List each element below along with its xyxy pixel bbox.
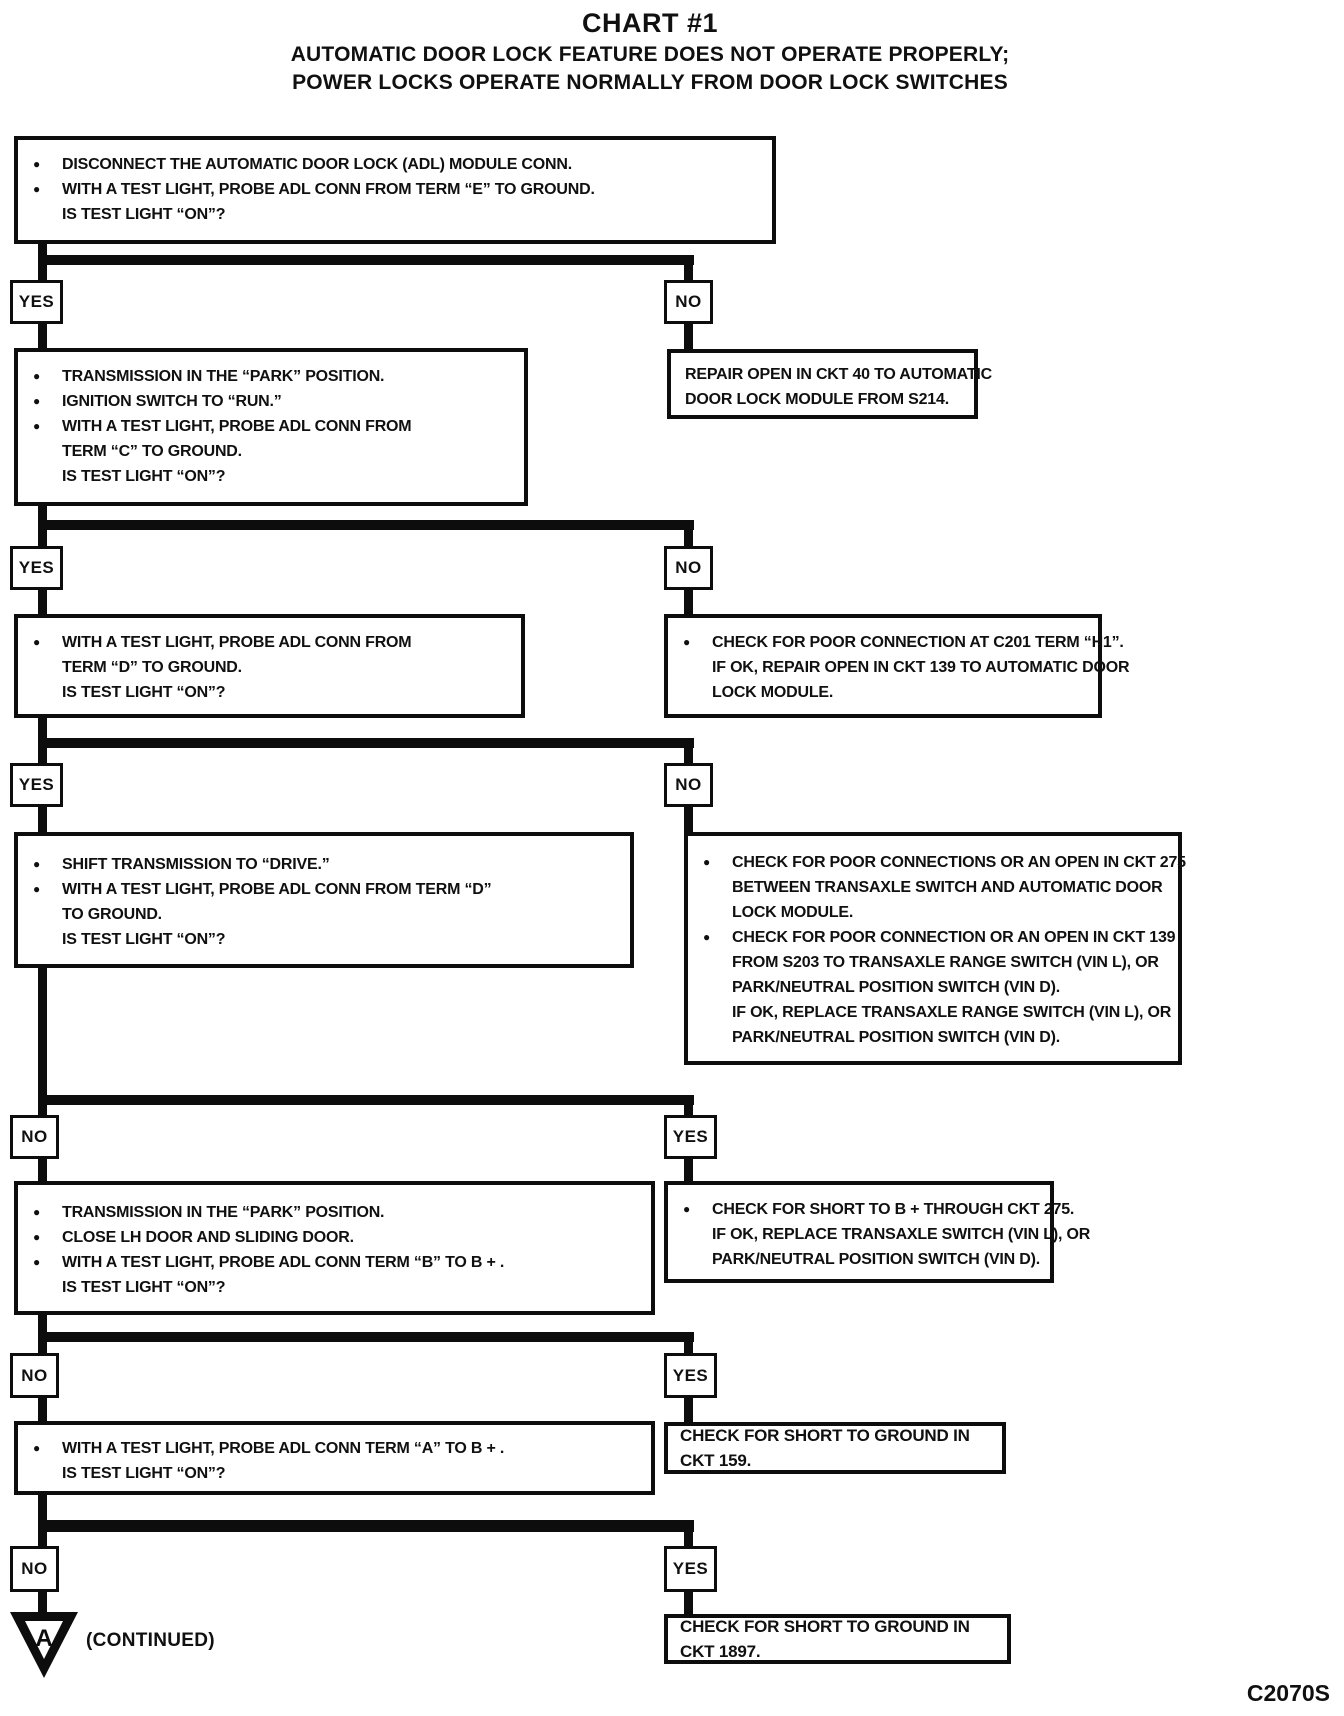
flow-line [684, 324, 693, 349]
no-label-6: NO [10, 1546, 59, 1592]
box-line: TRANSMISSION IN THE “PARK” POSITION. [18, 364, 516, 389]
chart-title: CHART #1 [581, 8, 719, 38]
box-line: DOOR LOCK MODULE FROM S214. [685, 391, 949, 408]
chart-subtitle-line2: POWER LOCKS OPERATE NORMALLY FROM DOOR L… [292, 71, 1008, 94]
action-box-c201: CHECK FOR POOR CONNECTION AT C201 TERM “… [664, 614, 1130, 718]
flow-line [684, 1095, 693, 1115]
yes-label-1: YES [10, 280, 63, 324]
yes-label-6: YES [664, 1546, 717, 1592]
no-label-2: NO [664, 546, 713, 590]
decision-box-2: TRANSMISSION IN THE “PARK” POSITION. IGN… [14, 348, 528, 506]
box-line: IF OK, REPLACE TRANSAXLE RANGE SWITCH (V… [732, 1004, 1172, 1021]
box-line: WITH A TEST LIGHT, PROBE ADL CONN TERM “… [18, 1250, 643, 1275]
box-line: TO GROUND. [62, 906, 162, 923]
flow-line [38, 324, 47, 348]
yes-label-5: YES [664, 1353, 717, 1398]
action-box-short-b-plus: CHECK FOR SHORT TO B + THROUGH CKT 275. … [664, 1181, 1091, 1283]
decision-box-4: SHIFT TRANSMISSION TO “DRIVE.” WITH A TE… [14, 832, 634, 968]
no-label-3: NO [664, 763, 713, 807]
box-line: BETWEEN TRANSAXLE SWITCH AND AUTOMATIC D… [732, 879, 1163, 896]
box-line: WITH A TEST LIGHT, PROBE ADL CONN FROM T… [18, 877, 622, 902]
yes-label-4: YES [664, 1115, 717, 1159]
flow-line [684, 520, 693, 546]
no-label-5: NO [10, 1353, 59, 1398]
box-line: IS TEST LIGHT “ON”? [62, 468, 226, 485]
flow-line [684, 590, 693, 614]
box-line: PARK/NEUTRAL POSITION SWITCH (VIN D). [732, 1029, 1061, 1046]
flow-line [684, 1398, 693, 1422]
continued-label: (CONTINUED) [86, 1630, 215, 1651]
action-box-ckt159: CHECK FOR SHORT TO GROUND IN CKT 159. [664, 1422, 1006, 1474]
box-line: PARK/NEUTRAL POSITION SWITCH (VIN D). [712, 1251, 1041, 1268]
box-line: CHECK FOR SHORT TO B + THROUGH CKT 275. [668, 1197, 1074, 1222]
box-line: LOCK MODULE. [732, 904, 854, 921]
box-line: CHECK FOR POOR CONNECTIONS OR AN OPEN IN… [688, 850, 1186, 875]
flow-line [684, 1159, 693, 1181]
decision-box-5: TRANSMISSION IN THE “PARK” POSITION. CLO… [14, 1181, 655, 1315]
no-label-1: NO [664, 280, 713, 324]
box-line: SHIFT TRANSMISSION TO “DRIVE.” [18, 852, 622, 877]
box-line: LOCK MODULE. [712, 684, 834, 701]
action-box-repair-ckt40: REPAIR OPEN IN CKT 40 TO AUTOMATIC DOOR … [667, 349, 993, 419]
flow-line [684, 738, 693, 763]
box-line: CHECK FOR POOR CONNECTION OR AN OPEN IN … [688, 925, 1176, 950]
box-line: IS TEST LIGHT “ON”? [62, 931, 226, 948]
box-line: IGNITION SWITCH TO “RUN.” [18, 389, 516, 414]
box-line: IS TEST LIGHT “ON”? [62, 1279, 226, 1296]
decision-box-6: WITH A TEST LIGHT, PROBE ADL CONN TERM “… [14, 1421, 655, 1495]
box-line: WITH A TEST LIGHT, PROBE ADL CONN TERM “… [18, 1436, 643, 1461]
action-box-ckt1897: CHECK FOR SHORT TO GROUND IN CKT 1897. [664, 1614, 1011, 1664]
flow-line [38, 807, 47, 832]
box-line: IS TEST LIGHT “ON”? [62, 206, 226, 223]
box-line: CLOSE LH DOOR AND SLIDING DOOR. [18, 1225, 643, 1250]
box-line: TERM “C” TO GROUND. [62, 443, 242, 460]
box-line: IF OK, REPAIR OPEN IN CKT 139 TO AUTOMAT… [712, 659, 1130, 676]
decision-box-3: WITH A TEST LIGHT, PROBE ADL CONN FROM T… [14, 614, 525, 718]
flow-line [38, 1398, 47, 1421]
connector-bar-2 [38, 520, 694, 530]
box-line: PARK/NEUTRAL POSITION SWITCH (VIN D). [732, 979, 1061, 996]
flow-line [38, 1592, 47, 1614]
connector-bar-6 [38, 1520, 694, 1532]
box-line: FROM S203 TO TRANSAXLE RANGE SWITCH (VIN… [732, 954, 1159, 971]
start-decision-box: DISCONNECT THE AUTOMATIC DOOR LOCK (ADL)… [14, 136, 776, 244]
flow-line [684, 1592, 693, 1614]
document-code: C2070S [1246, 1680, 1330, 1706]
box-line: IS TEST LIGHT “ON”? [62, 1465, 226, 1482]
box-line: IS TEST LIGHT “ON”? [62, 684, 226, 701]
continuation-triangle: A [10, 1612, 78, 1678]
box-line: TRANSMISSION IN THE “PARK” POSITION. [18, 1200, 643, 1225]
flow-line [684, 807, 693, 832]
flow-line [684, 1332, 693, 1353]
connector-bar-5 [38, 1332, 694, 1342]
connector-bar-3 [38, 738, 694, 748]
action-box-ckt275-ckt139: CHECK FOR POOR CONNECTIONS OR AN OPEN IN… [684, 832, 1186, 1065]
flow-line [684, 255, 693, 280]
chart-title-block: CHART #1 AUTOMATIC DOOR LOCK FEATURE DOE… [0, 8, 1300, 95]
flow-line [38, 1159, 47, 1181]
box-line: WITH A TEST LIGHT, PROBE ADL CONN FROM [18, 414, 516, 439]
chart-subtitle-line1: AUTOMATIC DOOR LOCK FEATURE DOES NOT OPE… [290, 43, 1010, 66]
no-label-4: NO [10, 1115, 59, 1159]
box-line: REPAIR OPEN IN CKT 40 TO AUTOMATIC [685, 366, 993, 383]
connector-bar-4 [38, 1095, 694, 1105]
connector-bar-1 [38, 255, 694, 265]
yes-label-3: YES [10, 763, 63, 807]
flow-line [38, 590, 47, 614]
yes-label-2: YES [10, 546, 63, 590]
box-line: DISCONNECT THE AUTOMATIC DOOR LOCK (ADL)… [18, 152, 764, 177]
box-line: WITH A TEST LIGHT, PROBE ADL CONN FROM [18, 630, 513, 655]
connector-letter: A [35, 1625, 52, 1652]
box-line: CHECK FOR POOR CONNECTION AT C201 TERM “… [668, 630, 1124, 655]
flow-line [38, 968, 47, 1115]
flow-line [684, 1520, 693, 1546]
box-line: WITH A TEST LIGHT, PROBE ADL CONN FROM T… [18, 177, 764, 202]
box-line: IF OK, REPLACE TRANSAXLE SWITCH (VIN L),… [712, 1226, 1091, 1243]
box-line: TERM “D” TO GROUND. [62, 659, 242, 676]
